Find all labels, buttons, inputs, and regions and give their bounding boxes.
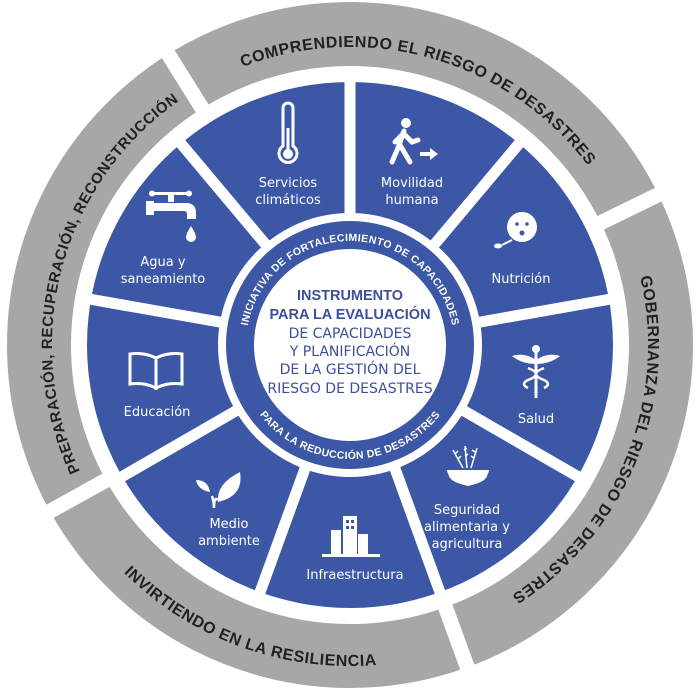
sector-divider <box>473 292 617 329</box>
sector-label: Seguridad <box>434 503 500 518</box>
sector-infraestructura: Infraestructura <box>306 516 404 583</box>
sector-divider <box>387 461 448 601</box>
sector-divider <box>113 403 244 485</box>
sector-label: Educación <box>124 405 191 420</box>
sector-label: climáticos <box>255 193 321 208</box>
center-bold-line: INSTRUMENTO <box>297 288 403 304</box>
sector-label: Infraestructura <box>306 568 403 583</box>
sector-servicios-climaticos: Servicios climáticos <box>255 101 321 208</box>
outer-ring-gap <box>433 591 479 682</box>
sector-label: agricultura <box>432 537 503 552</box>
walking-person-icon <box>389 118 438 165</box>
thermometer-icon <box>277 101 299 164</box>
sector-label: alimentaria y <box>424 520 510 535</box>
center-line: Y PLANIFICACIÓN <box>289 342 410 360</box>
sector-agua-saneamiento: Agua y saneamiento <box>121 190 206 287</box>
sector-seguridad-alimentaria: Seguridad alimentaria y agricultura <box>424 445 510 552</box>
child-spoon-icon <box>494 212 537 249</box>
sector-educacion: Educación <box>124 352 191 420</box>
sector-dividers <box>83 75 617 601</box>
sector-label: Medio <box>209 517 248 532</box>
center-circle <box>254 249 446 441</box>
sector-label: Nutrición <box>492 272 551 287</box>
outer-ring <box>7 2 693 688</box>
outer-ring-gap <box>584 182 673 236</box>
sector-label: Movilidad <box>381 176 443 191</box>
sector-divider <box>426 134 528 253</box>
center-title: INSTRUMENTO PARA LA EVALUACIÓN DE CAPACI… <box>267 288 432 397</box>
sector-divider <box>252 461 313 601</box>
center-bold-line: PARA LA EVALUACIÓN <box>269 305 430 323</box>
center-line: DE LA GESTIÓN DEL <box>280 360 421 378</box>
sector-nutricion: Nutrición <box>492 212 551 287</box>
sector-label: humana <box>385 193 438 208</box>
sector-divider <box>172 134 274 253</box>
plant-icon <box>196 472 241 509</box>
center-line: DE CAPACIDADES <box>289 326 412 342</box>
open-book-icon <box>128 352 184 391</box>
sector-movilidad-humana: Movilidad humana <box>381 118 443 208</box>
sector-medio-ambiente: Medio ambiente <box>196 472 260 549</box>
caduceus-icon <box>512 345 560 398</box>
center-line: RIESGO DE DESASTRES <box>267 381 432 397</box>
outer-ring-gap <box>155 39 216 125</box>
sector-divider <box>83 292 227 329</box>
sector-salud: Salud <box>512 345 560 427</box>
sector-divider <box>456 403 587 485</box>
water-tap-icon <box>146 190 196 242</box>
sector-label: Servicios <box>259 176 318 191</box>
outer-ring-gap <box>35 466 122 524</box>
sector-label: saneamiento <box>121 272 206 287</box>
sector-label: Salud <box>518 412 554 427</box>
sector-label: ambiente <box>198 534 260 549</box>
sector-label: Agua y <box>140 255 185 270</box>
buildings-icon <box>322 516 380 557</box>
outer-ring-band <box>7 2 693 688</box>
wheat-bowl-icon <box>447 445 489 486</box>
